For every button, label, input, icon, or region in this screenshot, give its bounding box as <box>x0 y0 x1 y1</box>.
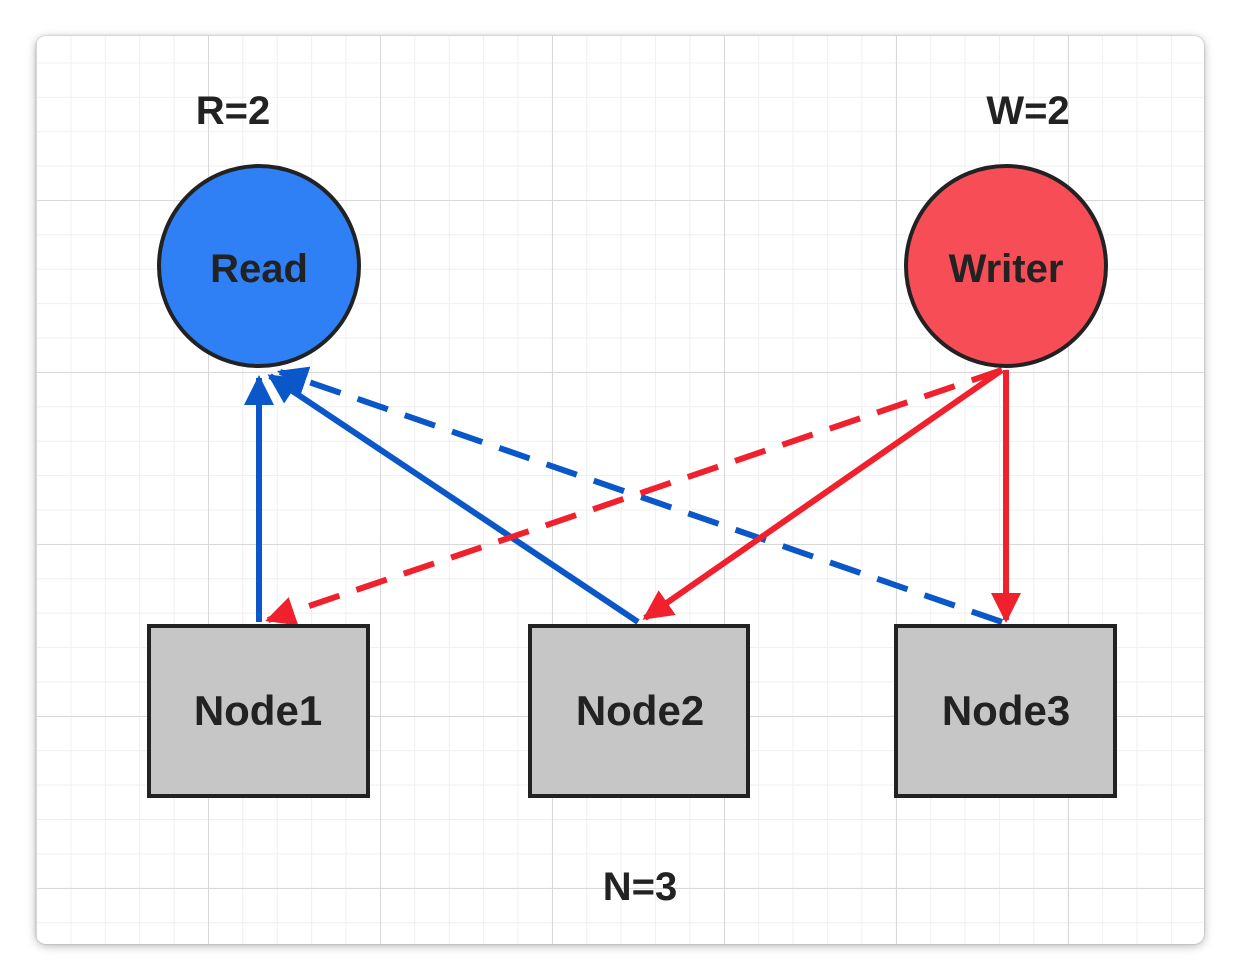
writer-client-label: Writer <box>949 247 1064 291</box>
node2-label: Node2 <box>576 687 704 734</box>
node1-box[interactable]: Node1 <box>147 624 370 798</box>
diagram-canvas: Read Writer Node1 Node2 Node3 R=2 W=2 N=… <box>36 36 1204 944</box>
node3-label: Node3 <box>942 687 1070 734</box>
node3-rect <box>894 624 1117 798</box>
read-client-label: Read <box>210 247 308 291</box>
edge-writer-to-node2 <box>642 367 1004 621</box>
read-client-node[interactable]: Read <box>157 164 361 368</box>
write-quorum-label: W=2 <box>986 89 1069 133</box>
node3-box[interactable]: Node3 <box>894 624 1117 798</box>
edge-writer-to-node1-dashed <box>265 367 1003 626</box>
edge-node3-to-read-dashed <box>277 366 1003 625</box>
writer-client-node[interactable]: Writer <box>904 164 1108 368</box>
quorum-diagram: Read Writer Node1 Node2 Node3 R=2 W=2 N=… <box>147 89 1117 909</box>
writer-client-circle <box>904 164 1108 368</box>
edge-node2-to-read <box>267 373 640 625</box>
node1-rect <box>147 624 370 798</box>
replica-count-label: N=3 <box>603 865 678 909</box>
node2-rect <box>528 624 750 798</box>
node1-label: Node1 <box>194 687 322 734</box>
node2-box[interactable]: Node2 <box>528 624 750 798</box>
read-client-circle <box>157 164 361 368</box>
read-quorum-label: R=2 <box>196 89 271 133</box>
